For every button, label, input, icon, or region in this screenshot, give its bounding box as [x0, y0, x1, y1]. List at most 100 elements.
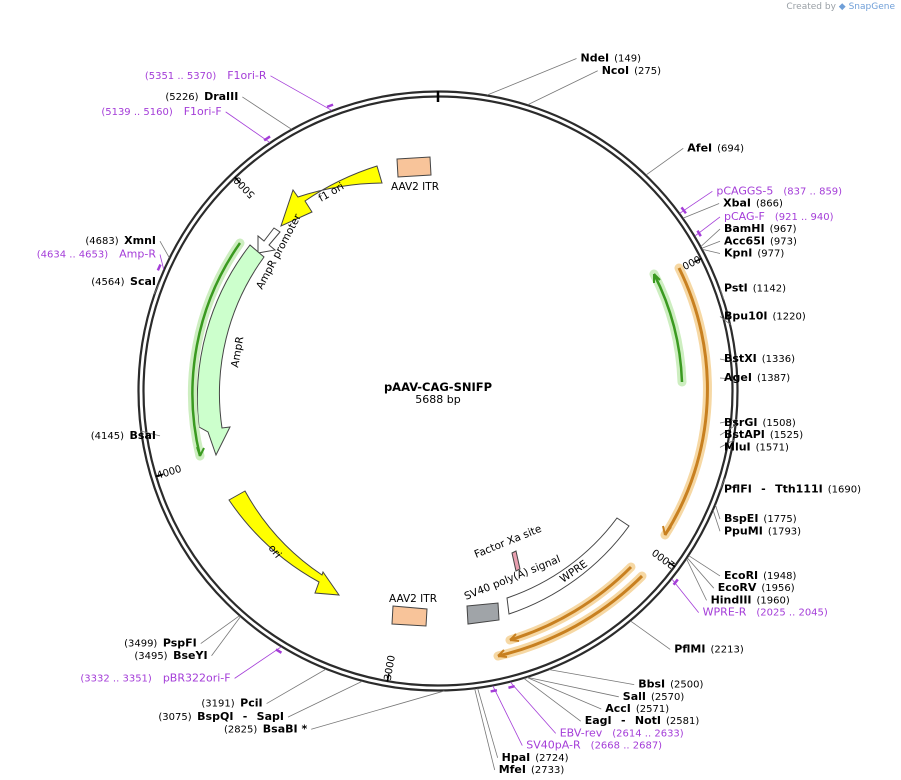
site-sali[interactable]: SalI (2570): [527, 676, 684, 703]
primer-amp-r-label: (4634 .. 4653) Amp-R: [37, 248, 157, 261]
site-bstxi-label: BstXI (1336): [724, 352, 795, 365]
site-bsrgi[interactable]: BsrGI (1508): [719, 416, 796, 429]
site-ppumi[interactable]: PpuMI (1793): [712, 510, 801, 538]
primer-wpre-r[interactable]: WPRE-R (2025 .. 2045): [671, 578, 828, 619]
ori-feature[interactable]: [228, 490, 341, 596]
site-position: (4683): [85, 236, 118, 247]
site-kpni[interactable]: KpnI (977): [702, 246, 784, 259]
site-bspei[interactable]: BspEI (1775): [715, 504, 797, 525]
site-draiii[interactable]: (5226) DraIII: [165, 90, 292, 130]
site-eagi-noti[interactable]: EagI - NotI (2581): [523, 678, 699, 727]
site-name: BsaI: [124, 429, 156, 442]
primer-f1ori-f[interactable]: (5139 .. 5160) F1ori-F: [101, 105, 271, 143]
aav2-itr-feature[interactable]: [396, 156, 432, 178]
orf-green-right[interactable]: [649, 269, 687, 387]
site-ncoi[interactable]: NcoI (275): [527, 64, 661, 106]
factor-xa-label: Factor Xa site: [473, 523, 544, 561]
site-name: NcoI: [602, 64, 629, 77]
site-afei[interactable]: AfeI (694): [645, 141, 744, 176]
site-name: HindIII: [711, 593, 752, 606]
site-pcii[interactable]: (3191) PciI: [201, 668, 327, 710]
site-pflmi[interactable]: PflMI (2213): [630, 620, 744, 655]
site-bsai[interactable]: (4145) BsaI: [91, 429, 161, 442]
site-name: BspEI: [724, 512, 758, 525]
site-mlui[interactable]: MluI (1571): [719, 439, 789, 453]
site-position: (1960): [752, 595, 790, 606]
f1-ori-feature[interactable]: [280, 165, 383, 227]
site-bpu10i-leader: [719, 316, 731, 325]
factor-xa-site-feature[interactable]: [511, 550, 521, 572]
site-hpai[interactable]: HpaI (2724): [477, 688, 569, 764]
site-ndei-label: NdeI (149): [581, 52, 642, 65]
primer-ebv-rev[interactable]: EBV-rev (2614 .. 2633): [508, 681, 684, 739]
site-acc65i[interactable]: Acc65I (973): [701, 234, 797, 249]
site-pcii-label: (3191) PciI: [201, 697, 262, 710]
site-afei-leader: [645, 147, 684, 176]
site-scai[interactable]: (4564) ScaI: [91, 275, 161, 295]
primer-pcag-f[interactable]: pCAG-F (921 .. 940): [694, 210, 834, 237]
primer-name: pCAG-F: [724, 210, 765, 223]
site-mfei-leader: [474, 688, 496, 771]
site-ecori[interactable]: EcoRI (1948): [688, 555, 797, 582]
primer-pbr322ori-f[interactable]: (3332 .. 3351) pBR322ori-F: [80, 646, 283, 685]
site-bsabi[interactable]: (2825) BsaBI *: [224, 690, 445, 735]
sv40-polya-feature[interactable]: [466, 602, 500, 625]
site-agei-leader: [719, 377, 738, 380]
site-xbai[interactable]: XbaI (866): [683, 197, 783, 219]
site-agei[interactable]: AgeI (1387): [719, 371, 790, 384]
site-hpai-leader: [477, 688, 499, 758]
ampr-promoter-feature[interactable]: [257, 227, 281, 254]
site-position: (973): [765, 236, 797, 247]
site-kpni-leader: [702, 249, 721, 254]
site-hindiii[interactable]: HindIII (1960): [686, 558, 790, 606]
primer-pcag-f-mark: [696, 230, 702, 237]
site-name: PflMI: [674, 642, 705, 655]
primer-name: pBR322ori-F: [152, 671, 231, 684]
site-acci[interactable]: AccI (2571): [526, 677, 669, 715]
site-name: BstAPI: [724, 428, 765, 441]
site-xmni[interactable]: (4683) XmnI: [85, 234, 170, 258]
primer-amp-r[interactable]: (4634 .. 4653) Amp-R: [37, 248, 165, 271]
tick-label-4000: 4000: [155, 464, 183, 482]
primer-f1ori-r[interactable]: (5351 .. 5370) F1ori-R: [145, 69, 334, 111]
site-sali-leader: [527, 676, 619, 698]
site-name: BsrGI: [724, 416, 757, 429]
credit-brand: SnapGene: [848, 2, 895, 12]
site-bstxi[interactable]: BstXI (1336): [719, 352, 795, 365]
primer-pcaggs-5[interactable]: pCAGGS-5 (837 .. 859): [679, 184, 842, 215]
primer-sv40pa-r[interactable]: SV40pA-R (2668 .. 2687): [490, 685, 663, 752]
site-draiii-leader: [242, 96, 292, 130]
site-bstapi[interactable]: BstAPI (1525): [719, 424, 803, 441]
primer-pcaggs-5-leader: [679, 191, 713, 214]
site-pspfi-leader: [200, 615, 240, 644]
wpre-feature[interactable]: [506, 517, 630, 615]
site-mfei[interactable]: MfeI (2733): [474, 688, 565, 776]
site-name: PflFI: [724, 482, 752, 495]
site-position: (2570): [646, 692, 684, 703]
site-name: NdeI: [581, 52, 610, 65]
site-position: (1387): [752, 373, 790, 384]
site-ecorv[interactable]: EcoRV (1956): [687, 557, 795, 594]
site-ppumi-leader: [712, 510, 721, 532]
primer-range: (921 .. 940): [765, 212, 834, 223]
primer-range: (5351 .. 5370): [145, 71, 217, 82]
site-pflfi-tth111i[interactable]: PflFI - Tth111I (1690): [719, 478, 861, 496]
tick-label-3000: 3000: [383, 654, 398, 681]
site-bbsi[interactable]: BbsI (2500): [549, 669, 703, 691]
site-ndei[interactable]: NdeI (149): [487, 52, 642, 96]
primer-ebv-rev-mark: [508, 684, 515, 689]
ampr-feature[interactable]: [196, 244, 265, 457]
site-position: (1571): [751, 442, 789, 453]
site-position: (2825): [224, 724, 257, 735]
aav2-itr-bottom-feature[interactable]: [391, 605, 428, 627]
site-bspqi-sapi[interactable]: (3075) BspQI - SapI: [158, 680, 363, 723]
site-pspfi[interactable]: (3499) PspFI: [124, 615, 240, 650]
site-bpu10i[interactable]: Bpu10I (1220): [719, 309, 806, 325]
site-psti[interactable]: PstI (1142): [719, 281, 786, 300]
site-bamhi[interactable]: BamHI (967): [700, 222, 797, 247]
site-bbsi-leader: [549, 669, 635, 685]
site-acc65i-label: Acc65I (973): [724, 234, 797, 247]
plasmid-name: pAAV-CAG-SNIFP: [384, 380, 492, 394]
site-ecori-label: EcoRI (1948): [724, 569, 797, 582]
site-bseyi[interactable]: (3495) BseYI: [134, 616, 241, 662]
